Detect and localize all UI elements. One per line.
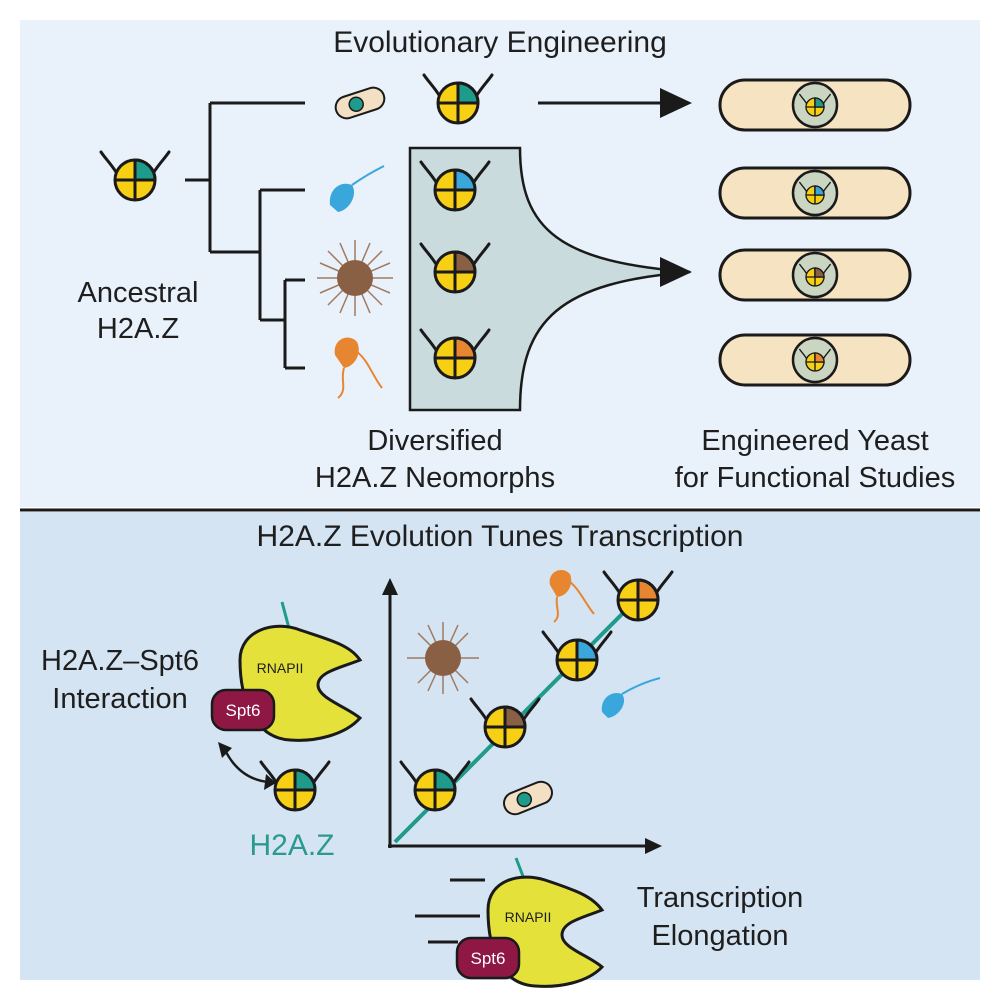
phylogenetic-tree: [185, 101, 305, 370]
elongation-label-line2: Elongation: [651, 920, 788, 952]
plot-radiolarian-icon: [407, 622, 479, 694]
ancestral-label-line2: H2A.Z: [97, 313, 179, 345]
plot-h2az-brown-icon: [469, 697, 541, 749]
ancestral-h2az-engineered-icon: [422, 73, 494, 125]
plot-h2az-blue-icon: [541, 630, 613, 682]
plot-h2az-ancestral-icon: [399, 760, 471, 812]
h2az-label: H2A.Z: [249, 829, 334, 862]
top-panel-title: Evolutionary Engineering: [333, 26, 667, 59]
ancestral-label-line1: Ancestral: [78, 277, 199, 309]
plot-flagellate-blue-icon: [601, 677, 661, 718]
neomorphs-label-line1: Diversified: [367, 425, 502, 457]
dinoflagellate-orange-icon: [334, 337, 383, 399]
neomorph-h2az-brown-icon: [419, 242, 491, 294]
yeast-label-line2: for Functional Studies: [675, 462, 955, 494]
spt6-label-bottom: Spt6: [471, 949, 506, 968]
plot-dinoflagellate-orange-icon: [549, 569, 595, 623]
yeast-label-line1: Engineered Yeast: [701, 425, 928, 457]
h2az-bound-icon: [259, 760, 331, 812]
rnapii-label-left: RNAPII: [257, 660, 304, 676]
bottom-panel-title: H2A.Z Evolution Tunes Transcription: [257, 520, 744, 553]
motion-lines: [415, 878, 485, 944]
spt6-label-left: Spt6: [226, 701, 261, 720]
interaction-arrow-icon: [218, 742, 276, 790]
ancestral-h2az-icon: [99, 150, 171, 202]
flagellate-blue-icon: [329, 165, 385, 212]
yeast-cell-orange: [718, 333, 912, 387]
neomorphs-label-line2: H2A.Z Neomorphs: [315, 462, 555, 494]
elongation-label-line1: Transcription: [637, 882, 804, 914]
neomorph-h2az-orange-icon: [419, 328, 491, 380]
rnapii-complex-left: RNAPII Spt6: [210, 601, 363, 742]
radiolarian-icon: [317, 240, 393, 316]
yeast-cell-ancestral: [718, 78, 912, 132]
plot-h2az-orange-icon: [602, 570, 674, 622]
interaction-label-line2: Interaction: [52, 683, 187, 715]
rnapii-label-bottom: RNAPII: [505, 909, 552, 925]
engineering-arrow-funnel: [660, 257, 692, 287]
neomorph-h2az-blue-icon: [419, 160, 491, 212]
yeast-cell-brown: [718, 248, 912, 302]
plot-axes: [382, 578, 662, 854]
engineering-arrow-top: [538, 88, 692, 118]
rnapii-complex-bottom: RNAPII Spt6: [455, 857, 605, 988]
yeast-cell-blue: [718, 166, 912, 220]
interaction-label-line1: H2A.Z–Spt6: [41, 645, 199, 677]
